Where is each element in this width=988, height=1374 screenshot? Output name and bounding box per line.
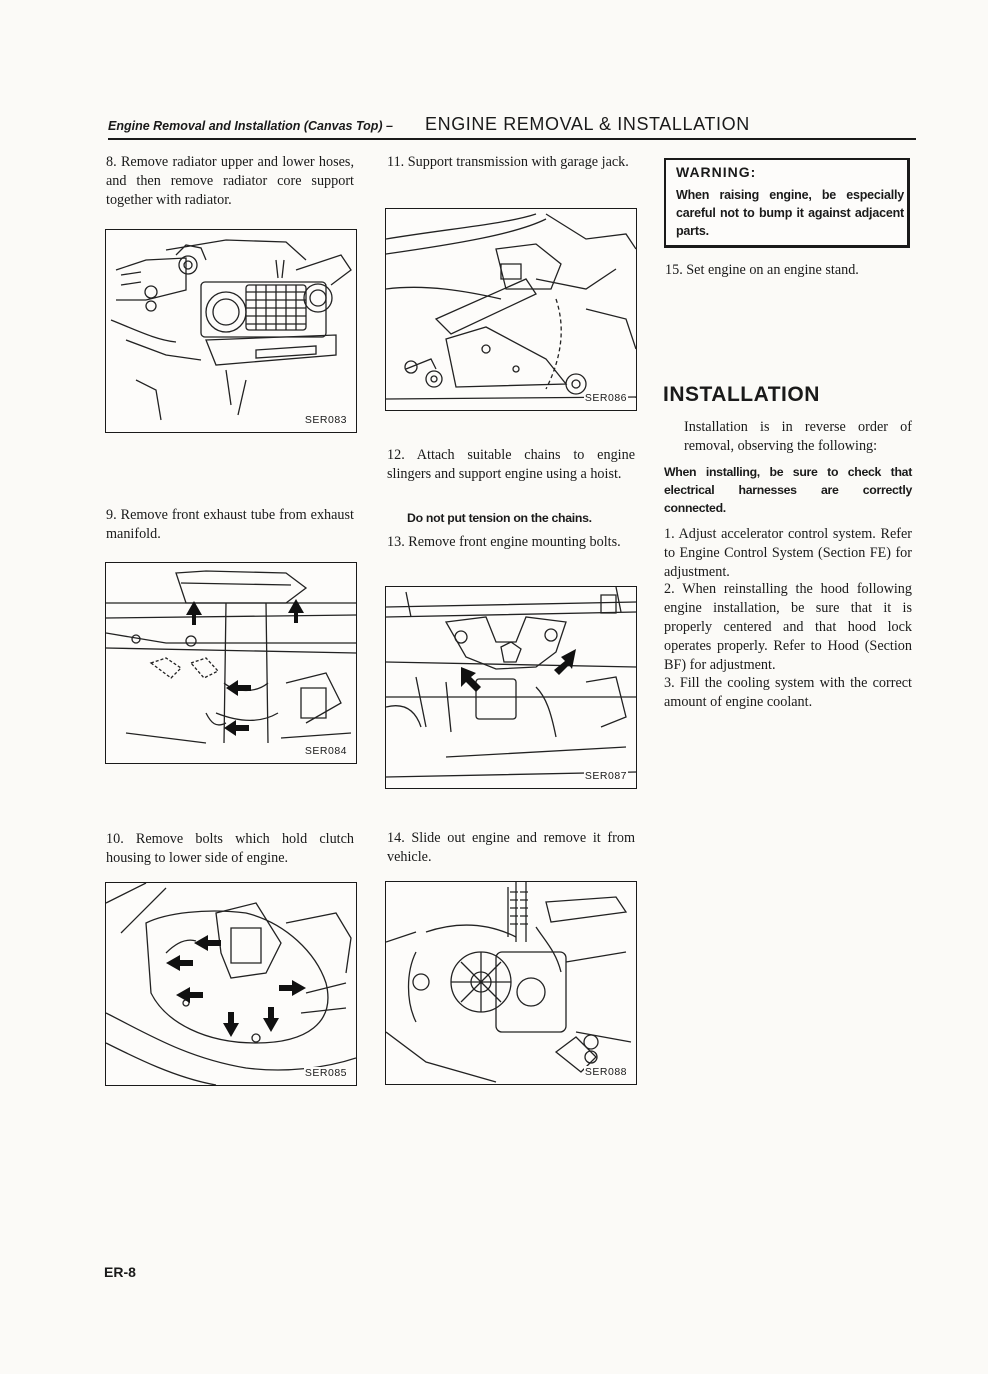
figure-ser083: SER083 xyxy=(105,229,357,433)
step-12-note: Do not put tension on the chains. xyxy=(407,511,592,525)
figure-label-ser087: SER087 xyxy=(583,770,628,782)
figure-ser086: SER086 xyxy=(385,208,637,411)
figure-ser085: SER085 xyxy=(105,882,357,1086)
step-14: 14. Slide out engine and remove it from … xyxy=(387,830,635,865)
page-number: ER-8 xyxy=(104,1264,136,1280)
installation-note: When installing, be sure to check that e… xyxy=(664,465,912,515)
step-13: 13. Remove front engine mounting bolts. xyxy=(387,534,621,550)
installation-item-3: 3. Fill the cooling system with the corr… xyxy=(664,675,912,710)
installation-heading: INSTALLATION xyxy=(663,383,820,406)
clutch-housing-illustration xyxy=(106,883,356,1085)
header-title: ENGINE REMOVAL & INSTALLATION xyxy=(425,114,750,134)
warning-box: WARNING: When raising engine, be especia… xyxy=(664,158,910,248)
installation-item-1: 1. Adjust accelerator control system. Re… xyxy=(664,526,912,580)
figure-ser087: SER087 xyxy=(385,586,637,789)
exhaust-tube-illustration xyxy=(106,563,356,763)
figure-label-ser088: SER088 xyxy=(583,1066,628,1078)
figure-label-ser085: SER085 xyxy=(303,1067,348,1079)
installation-item-2: 2. When reinstalling the hood following … xyxy=(664,581,912,673)
step-11: 11. Support transmission with garage jac… xyxy=(387,154,629,170)
radiator-removal-illustration xyxy=(106,230,356,432)
page-header: Engine Removal and Installation (Canvas … xyxy=(108,108,916,140)
warning-title: WARNING: xyxy=(676,164,757,180)
installation-intro: Installation is in reverse order of remo… xyxy=(684,419,912,454)
step-10: 10. Remove bolts which hold clutch housi… xyxy=(106,831,354,866)
garage-jack-illustration xyxy=(386,209,636,410)
engine-slide-out-illustration xyxy=(386,882,636,1084)
figure-label-ser086: SER086 xyxy=(583,392,628,404)
warning-text: When raising engine, be especially caref… xyxy=(676,188,904,238)
step-12: 12. Attach suitable chains to engine sli… xyxy=(387,447,635,482)
figure-label-ser084: SER084 xyxy=(303,745,348,757)
figure-ser084: SER084 xyxy=(105,562,357,764)
figure-label-ser083: SER083 xyxy=(303,414,348,426)
header-section: Engine Removal and Installation (Canvas … xyxy=(108,119,394,133)
step-9: 9. Remove front exhaust tube from exhaus… xyxy=(106,507,354,542)
engine-mounting-illustration xyxy=(386,587,636,788)
figure-ser088: SER088 xyxy=(385,881,637,1085)
step-8: 8. Remove radiator upper and lower hoses… xyxy=(106,154,354,208)
step-15: 15. Set engine on an engine stand. xyxy=(665,262,859,278)
